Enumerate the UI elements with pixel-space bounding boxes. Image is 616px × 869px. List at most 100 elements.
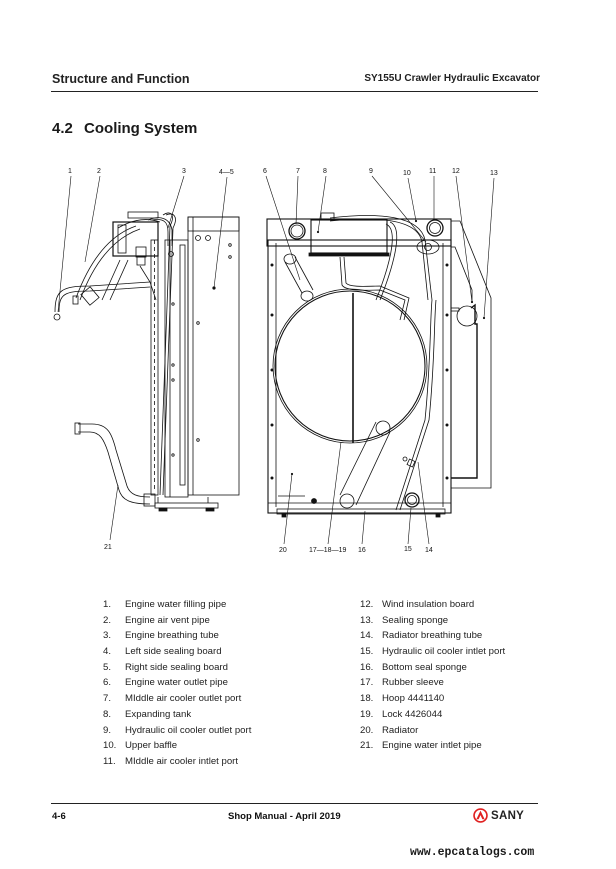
callout-7: 7: [296, 168, 300, 175]
section-name: Cooling System: [84, 120, 198, 137]
part-number: 8.: [103, 708, 112, 720]
part-number: 3.: [103, 630, 112, 642]
callout-1: 1: [68, 168, 72, 175]
part-name: Engine air vent pipe: [125, 614, 210, 626]
list-item: 16. Bottom seal sponge: [360, 660, 505, 676]
side-sealing-board: [187, 216, 240, 496]
part-name: Wind insulation board: [382, 599, 475, 610]
list-item: 2. Engine air vent pipe: [103, 613, 251, 629]
parts-list-right: 12. Wind insulation board 13. Sealing spon…: [360, 597, 505, 754]
part-name: Right side sealing board: [125, 661, 228, 673]
leader-lines: [57, 175, 495, 545]
callout-4-5: 4—5: [219, 169, 234, 176]
part-number: 19.: [360, 708, 374, 720]
part-number: 16.: [360, 661, 374, 673]
header-divider: [51, 91, 538, 92]
watermark: www.epcatalogs.com: [410, 846, 535, 859]
section-title: 4.2 Cooling System: [52, 120, 197, 137]
part-name: Engine water intlet pipe: [382, 740, 482, 752]
list-item: 8. Expanding tank: [103, 707, 251, 723]
callout-16: 16: [358, 547, 366, 554]
callout-10: 10: [403, 170, 411, 177]
radiator: [267, 239, 452, 514]
section-number: 4.2: [52, 120, 73, 137]
part-number: 17.: [360, 677, 374, 689]
list-item: 13. Sealing sponge: [360, 613, 505, 629]
part-name: Hydraulic oil cooler intlet port: [382, 646, 506, 658]
list-item: 4. Left side sealing board: [103, 644, 251, 660]
part-number: 7.: [103, 693, 112, 705]
model-header: SY155U Crawler Hydraulic Excavator: [364, 73, 540, 84]
list-item: 9. Hydraulic oil cooler outlet port: [103, 723, 251, 739]
part-number: 4.: [103, 646, 112, 658]
callout-13: 13: [490, 170, 498, 177]
list-item: 18.Hoop 4441140: [360, 691, 505, 707]
part-number: 13.: [360, 614, 374, 626]
part-name: Sealing sponge: [382, 614, 449, 626]
part-number: 15.: [360, 646, 374, 658]
part-name: Upper baffle: [125, 740, 178, 752]
page-number: 4-6: [52, 811, 66, 822]
parts-list-left: 1. Engine water filling pipe 2. Engine air…: [103, 597, 251, 770]
part-number: 21.: [360, 740, 374, 752]
brand-name: SANY: [491, 809, 525, 822]
sany-emblem-icon: [473, 808, 488, 823]
callout-8: 8: [323, 168, 327, 175]
part-number: 1.: [103, 599, 112, 610]
part-name: Rubber sleeve: [382, 677, 444, 689]
chapter-header: Structure and Function: [52, 72, 190, 86]
part-number: 6.: [103, 677, 112, 689]
callout-11: 11: [429, 168, 436, 175]
part-name: Engine water outlet pipe: [125, 677, 228, 689]
part-name: Hydraulic oil cooler outlet port: [125, 724, 252, 736]
list-item: 20. Radiator: [360, 723, 505, 739]
callout-6: 6: [263, 168, 267, 175]
list-item: 1. Engine water filling pipe: [103, 597, 251, 613]
list-item: 10. Upper baffle: [103, 738, 251, 754]
list-item: 17. Rubber sleeve: [360, 675, 505, 691]
callout-3: 3: [182, 168, 186, 175]
footer-divider: [51, 803, 538, 804]
callout-14: 14: [425, 547, 433, 554]
part-number: 20.: [360, 724, 374, 736]
callout-2: 2: [97, 168, 101, 175]
list-item: 15. Hydraulic oil cooler intlet port: [360, 644, 505, 660]
callout-12: 12: [452, 168, 460, 175]
part-name: Lock 4426044: [382, 708, 443, 720]
part-name: Bottom seal sponge: [382, 661, 467, 673]
cooling-system-diagram: 1 2 3 4—5 6 7 8 9 10 11 12 13 14 15 16 1…: [53, 168, 498, 554]
part-number: 9.: [103, 724, 112, 736]
list-item: 12. Wind insulation board: [360, 597, 505, 613]
list-item: 6. Engine water outlet pipe: [103, 675, 251, 691]
part-name: Left side sealing board: [125, 646, 222, 658]
part-name: Engine water filling pipe: [125, 599, 227, 610]
part-number: 10.: [103, 740, 117, 752]
callout-17-18-19: 17—18—19: [309, 547, 346, 554]
part-number: 11.: [103, 755, 116, 767]
callout-21: 21: [104, 544, 112, 551]
part-name: Engine breathing tube: [125, 630, 219, 642]
part-number: 12.: [360, 599, 374, 610]
callout-20: 20: [279, 547, 287, 554]
list-item: 5. Right side sealing board: [103, 660, 251, 676]
part-number: 5.: [103, 661, 112, 673]
part-number: 2.: [103, 614, 112, 626]
callout-9: 9: [369, 168, 373, 175]
list-item: 7. MIddle air cooler outlet port: [103, 691, 251, 707]
sany-logo: SANY: [473, 808, 524, 823]
callout-15: 15: [404, 546, 412, 553]
part-number: 18.: [360, 693, 374, 705]
part-name: MIddle air cooler outlet port: [125, 693, 242, 705]
part-name: Expanding tank: [125, 708, 192, 720]
manual-edition: Shop Manual - April 2019: [228, 811, 341, 822]
part-name: Radiator: [382, 724, 419, 736]
list-item: 19. Lock 4426044: [360, 707, 505, 723]
part-name: Radiator breathing tube: [382, 630, 483, 642]
part-name: MIddle air cooler intlet port: [125, 755, 239, 767]
list-item: 3. Engine breathing tube: [103, 628, 251, 644]
side-view: [53, 211, 240, 512]
list-item: 11. MIddle air cooler intlet port: [103, 754, 251, 770]
list-item: 14. Radiator breathing tube: [360, 628, 505, 644]
part-number: 14.: [360, 630, 374, 642]
list-item: 21. Engine water intlet pipe: [360, 738, 505, 754]
